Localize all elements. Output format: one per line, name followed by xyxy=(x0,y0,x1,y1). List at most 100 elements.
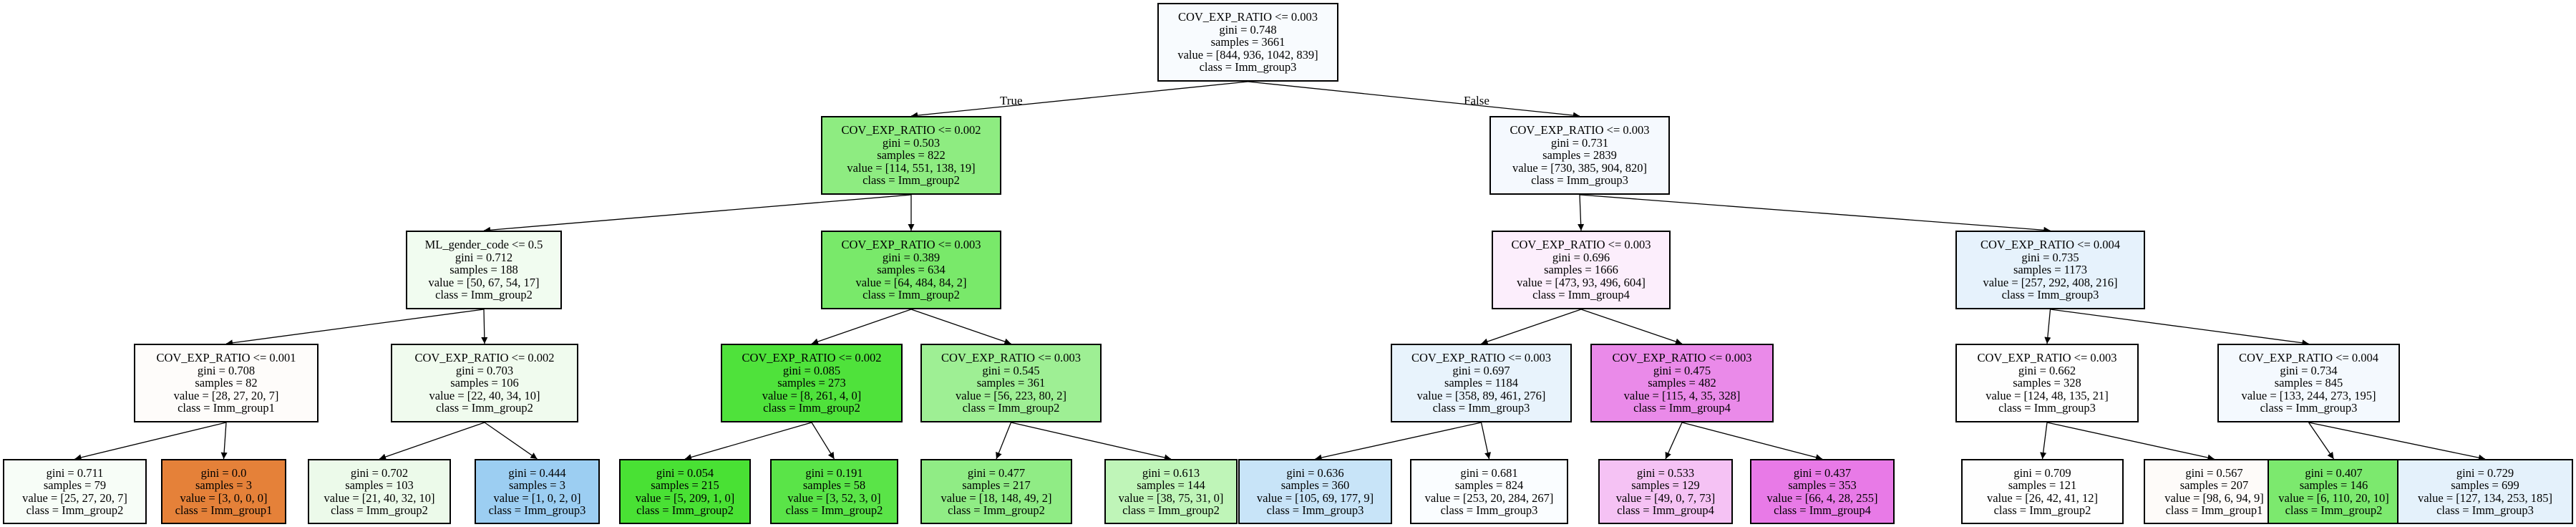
edge-n12-n26 xyxy=(1681,422,1823,461)
node-line: COV_EXP_RATIO <= 0.003 xyxy=(1511,238,1651,252)
node-line: gini = 0.702 xyxy=(350,465,409,480)
node-line: COV_EXP_RATIO <= 0.002 xyxy=(414,351,555,365)
node-line: gini = 0.437 xyxy=(1793,465,1852,480)
node-line: class = Imm_group2 xyxy=(636,503,734,517)
node-line: value = [133, 244, 273, 195] xyxy=(2241,388,2376,402)
node-line: gini = 0.533 xyxy=(1636,465,1695,480)
node-line: samples = 3 xyxy=(509,478,565,492)
node-line: samples = 188 xyxy=(449,263,518,277)
node-line: COV_EXP_RATIO <= 0.002 xyxy=(742,351,882,365)
node-line: value = [21, 40, 32, 10] xyxy=(324,490,435,505)
node-line: samples = 217 xyxy=(962,478,1031,492)
node-line: value = [64, 484, 84, 2] xyxy=(855,275,967,289)
node-line: samples = 360 xyxy=(1280,478,1350,492)
node-line: samples = 822 xyxy=(877,148,946,163)
node-line: samples = 361 xyxy=(976,376,1046,390)
node-line: value = [105, 69, 177, 9] xyxy=(1256,490,1374,505)
node-line: value = [22, 40, 34, 10] xyxy=(429,388,540,402)
node-line: class = Imm_group2 xyxy=(763,401,860,415)
node-line: samples = 2839 xyxy=(1542,148,1617,163)
node-line: gini = 0.681 xyxy=(1460,465,1518,480)
node-line: value = [358, 89, 461, 276] xyxy=(1416,388,1546,402)
node-line: samples = 328 xyxy=(2013,376,2081,390)
node-line: value = [1, 0, 2, 0] xyxy=(493,490,581,505)
edge-n7-n15 xyxy=(74,422,227,461)
node-line: COV_EXP_RATIO <= 0.003 xyxy=(941,351,1082,365)
node-line: class = Imm_group1 xyxy=(175,503,273,517)
node-line: value = [115, 4, 35, 328] xyxy=(1623,388,1741,402)
node-line: class = Imm_group4 xyxy=(1532,288,1630,302)
node-line: class = Imm_group2 xyxy=(862,173,960,188)
node-line: class = Imm_group3 xyxy=(2001,288,2099,302)
edge-n0-n2 xyxy=(1248,81,1580,119)
node-line: gini = 0.708 xyxy=(197,363,256,377)
node-line: COV_EXP_RATIO <= 0.003 xyxy=(1510,123,1650,137)
node-line: samples = 824 xyxy=(1454,478,1524,492)
edge-n9-n19 xyxy=(684,422,812,460)
node-line: value = [124, 48, 135, 21] xyxy=(1986,388,2109,402)
node-line: class = Imm_group2 xyxy=(962,401,1060,415)
node-line: COV_EXP_RATIO <= 0.003 xyxy=(1411,351,1552,365)
node-line: ML_gender_code <= 0.5 xyxy=(424,238,543,252)
node-line: class = Imm_group2 xyxy=(26,503,124,517)
node-line: gini = 0.613 xyxy=(1142,465,1200,480)
node-line: class = Imm_group2 xyxy=(436,401,533,415)
edge-n6-n14 xyxy=(2050,309,2309,347)
node-line: samples = 121 xyxy=(2008,478,2077,492)
node-line: class = Imm_group3 xyxy=(2260,401,2358,415)
node-line: value = [253, 20, 284, 267] xyxy=(1424,490,1554,505)
node-line: COV_EXP_RATIO <= 0.003 xyxy=(1612,351,1752,365)
node-line: value = [50, 67, 54, 17] xyxy=(428,275,540,289)
node-line: value = [6, 110, 20, 10] xyxy=(2278,490,2389,505)
node-line: gini = 0.503 xyxy=(882,135,941,150)
node-line: class = Imm_group3 xyxy=(1531,173,1628,188)
edge-n5-n12 xyxy=(1580,309,1683,345)
node-line: class = Imm_group4 xyxy=(1633,401,1731,415)
node-line: gini = 0.735 xyxy=(2021,250,2079,264)
node-line: gini = 0.731 xyxy=(1550,135,1609,150)
edge-n8-n18 xyxy=(484,422,538,460)
node-line: class = Imm_group2 xyxy=(331,503,428,517)
node-line: gini = 0.545 xyxy=(982,363,1040,377)
node-line: value = [28, 27, 20, 7] xyxy=(173,388,279,402)
node-line: class = Imm_group4 xyxy=(1774,503,1871,517)
edge-n4-n9 xyxy=(811,309,912,345)
edge-n5-n11 xyxy=(1481,309,1582,345)
node-line: samples = 1184 xyxy=(1444,376,1519,390)
edge-label-true: True xyxy=(1000,94,1023,107)
edge-n0-n1 xyxy=(910,81,1248,119)
node-line: gini = 0.054 xyxy=(656,465,714,480)
edge-n12-n25 xyxy=(1665,422,1683,460)
node-line: gini = 0.191 xyxy=(805,465,863,480)
node-line: COV_EXP_RATIO <= 0.004 xyxy=(1980,238,2121,252)
node-line: gini = 0.389 xyxy=(882,250,941,264)
edge-n1-n3 xyxy=(483,194,912,233)
node-line: gini = 0.709 xyxy=(2013,465,2071,480)
node-line: samples = 3661 xyxy=(1210,35,1285,49)
node-line: samples = 1173 xyxy=(2013,263,2088,277)
node-line: value = [66, 4, 28, 255] xyxy=(1766,490,1878,505)
node-line: samples = 146 xyxy=(2299,478,2368,492)
node-line: samples = 482 xyxy=(1648,376,1716,390)
node-line: class = Imm_group3 xyxy=(1440,503,1538,517)
node-line: COV_EXP_RATIO <= 0.001 xyxy=(156,351,296,365)
node-line: class = Imm_group2 xyxy=(785,503,883,517)
node-line: class = Imm_group1 xyxy=(178,401,275,415)
node-line: COV_EXP_RATIO <= 0.002 xyxy=(841,123,981,137)
